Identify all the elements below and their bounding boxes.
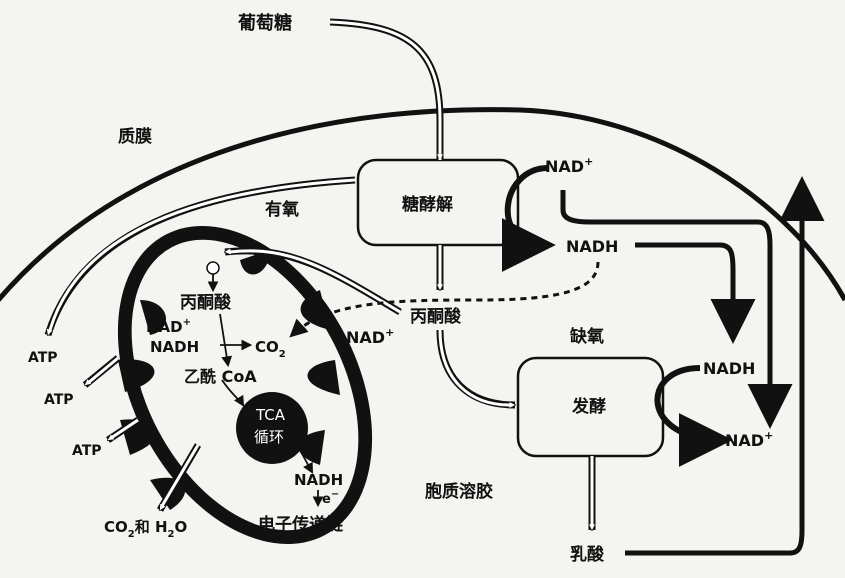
co2-label: CO2 bbox=[255, 338, 286, 360]
nadh-top-label: NADH bbox=[566, 237, 618, 256]
glycolysis-label: 糖酵解 bbox=[402, 194, 453, 215]
nad-plus-mito-inner-label: NAD+ bbox=[146, 317, 191, 336]
nad-plus-ferm-label: NAD+ bbox=[725, 429, 773, 450]
plasma-membrane-label: 质膜 bbox=[118, 126, 152, 147]
tca-label-line2: 循环 bbox=[254, 428, 284, 446]
pyruvate-cytosol-label: 丙酮酸 bbox=[410, 306, 462, 327]
glucose-arrow bbox=[329, 18, 444, 160]
nadh-tca-label: NADH bbox=[294, 471, 343, 489]
anaerobic-label: 缺氧 bbox=[570, 326, 604, 347]
acetyl-coa-label: 乙酰 CoA bbox=[184, 367, 257, 386]
fermentation-label: 发酵 bbox=[571, 396, 606, 417]
plasma-membrane-curve bbox=[0, 107, 845, 303]
etc-label: 电子传递链 bbox=[258, 514, 344, 535]
glucose-label: 葡萄糖 bbox=[237, 12, 292, 34]
nadh-shuttle-dashed bbox=[289, 261, 600, 338]
pyruvate-mito-label: 丙酮酸 bbox=[180, 292, 232, 313]
electron-label: e− bbox=[322, 489, 339, 507]
nadh-mito-label: NADH bbox=[150, 338, 199, 356]
atp-label-1: ATP bbox=[28, 350, 58, 366]
atp-label-2: ATP bbox=[44, 392, 74, 408]
nad-plus-top-label: NAD+ bbox=[545, 155, 593, 176]
cytosol-label: 胞质溶胶 bbox=[425, 481, 493, 502]
atp-label-3: ATP bbox=[72, 443, 102, 459]
nadh-to-fermentation-arrow bbox=[635, 242, 756, 344]
aerobic-label: 有氧 bbox=[265, 199, 299, 220]
co2-h2o-label: CO2和 H2O bbox=[104, 518, 187, 540]
fermentation-nad-loop bbox=[654, 365, 733, 467]
nad-plus-mito-label: NAD+ bbox=[346, 326, 394, 347]
tca-cycle-circle bbox=[236, 392, 308, 464]
lactate-label: 乳酸 bbox=[570, 544, 605, 565]
lactate-export-arrow bbox=[625, 176, 825, 556]
nadh-ferm-label: NADH bbox=[703, 359, 755, 378]
glycolysis-nad-loop bbox=[501, 165, 556, 272]
pyruvate-to-fermentation-arrow bbox=[436, 329, 515, 405]
nad-regeneration-arrow bbox=[560, 190, 793, 429]
tca-label-line1: TCA bbox=[255, 406, 286, 424]
